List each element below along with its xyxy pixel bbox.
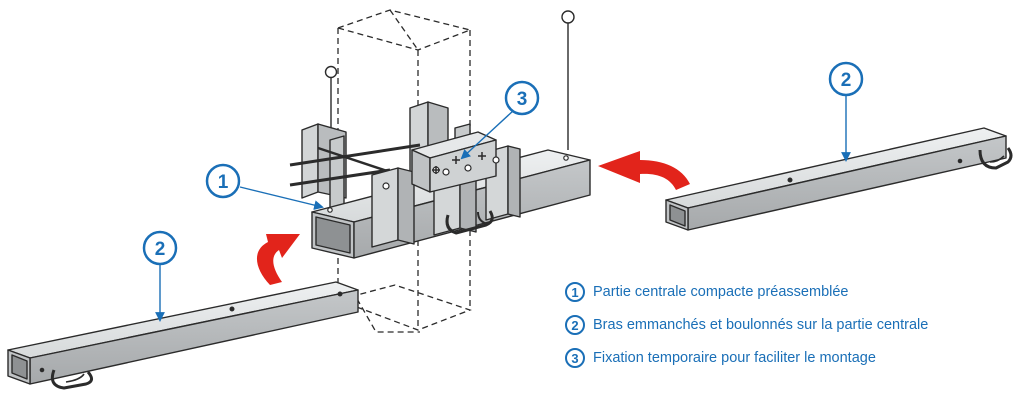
left-arm (7, 281, 359, 390)
svg-text:2: 2 (155, 239, 166, 260)
callout-2-left: 2 (142, 230, 178, 266)
lifting-eye-right (561, 10, 575, 150)
legend-number-badge: 3 (565, 348, 585, 368)
insert-arrow-right (598, 151, 690, 190)
legend: 1 Partie centrale compacte préassemblée … (565, 280, 1015, 379)
callout-3: 3 (504, 80, 540, 116)
callout-2-right: 2 (828, 61, 864, 97)
callout-1: 1 (205, 163, 241, 199)
legend-item: 1 Partie centrale compacte préassemblée (565, 280, 1015, 304)
insert-arrow-left (256, 234, 300, 285)
callout-1-pointer (239, 186, 324, 210)
svg-text:1: 1 (218, 172, 229, 193)
svg-text:2: 2 (841, 70, 852, 91)
legend-item: 3 Fixation temporaire pour faciliter le … (565, 346, 1015, 370)
legend-label: Bras emmanchés et boulonnés sur la parti… (593, 317, 929, 333)
right-arm (665, 127, 1013, 231)
legend-item: 2 Bras emmanchés et boulonnés sur la par… (565, 313, 1015, 337)
svg-text:3: 3 (517, 89, 528, 110)
legend-number-badge: 2 (565, 315, 585, 335)
central-assembly (289, 101, 591, 259)
legend-label: Fixation temporaire pour faciliter le mo… (593, 350, 876, 366)
legend-label: Partie centrale compacte préassemblée (593, 284, 849, 300)
callout-3-pointer (460, 109, 515, 160)
legend-number-badge: 1 (565, 282, 585, 302)
